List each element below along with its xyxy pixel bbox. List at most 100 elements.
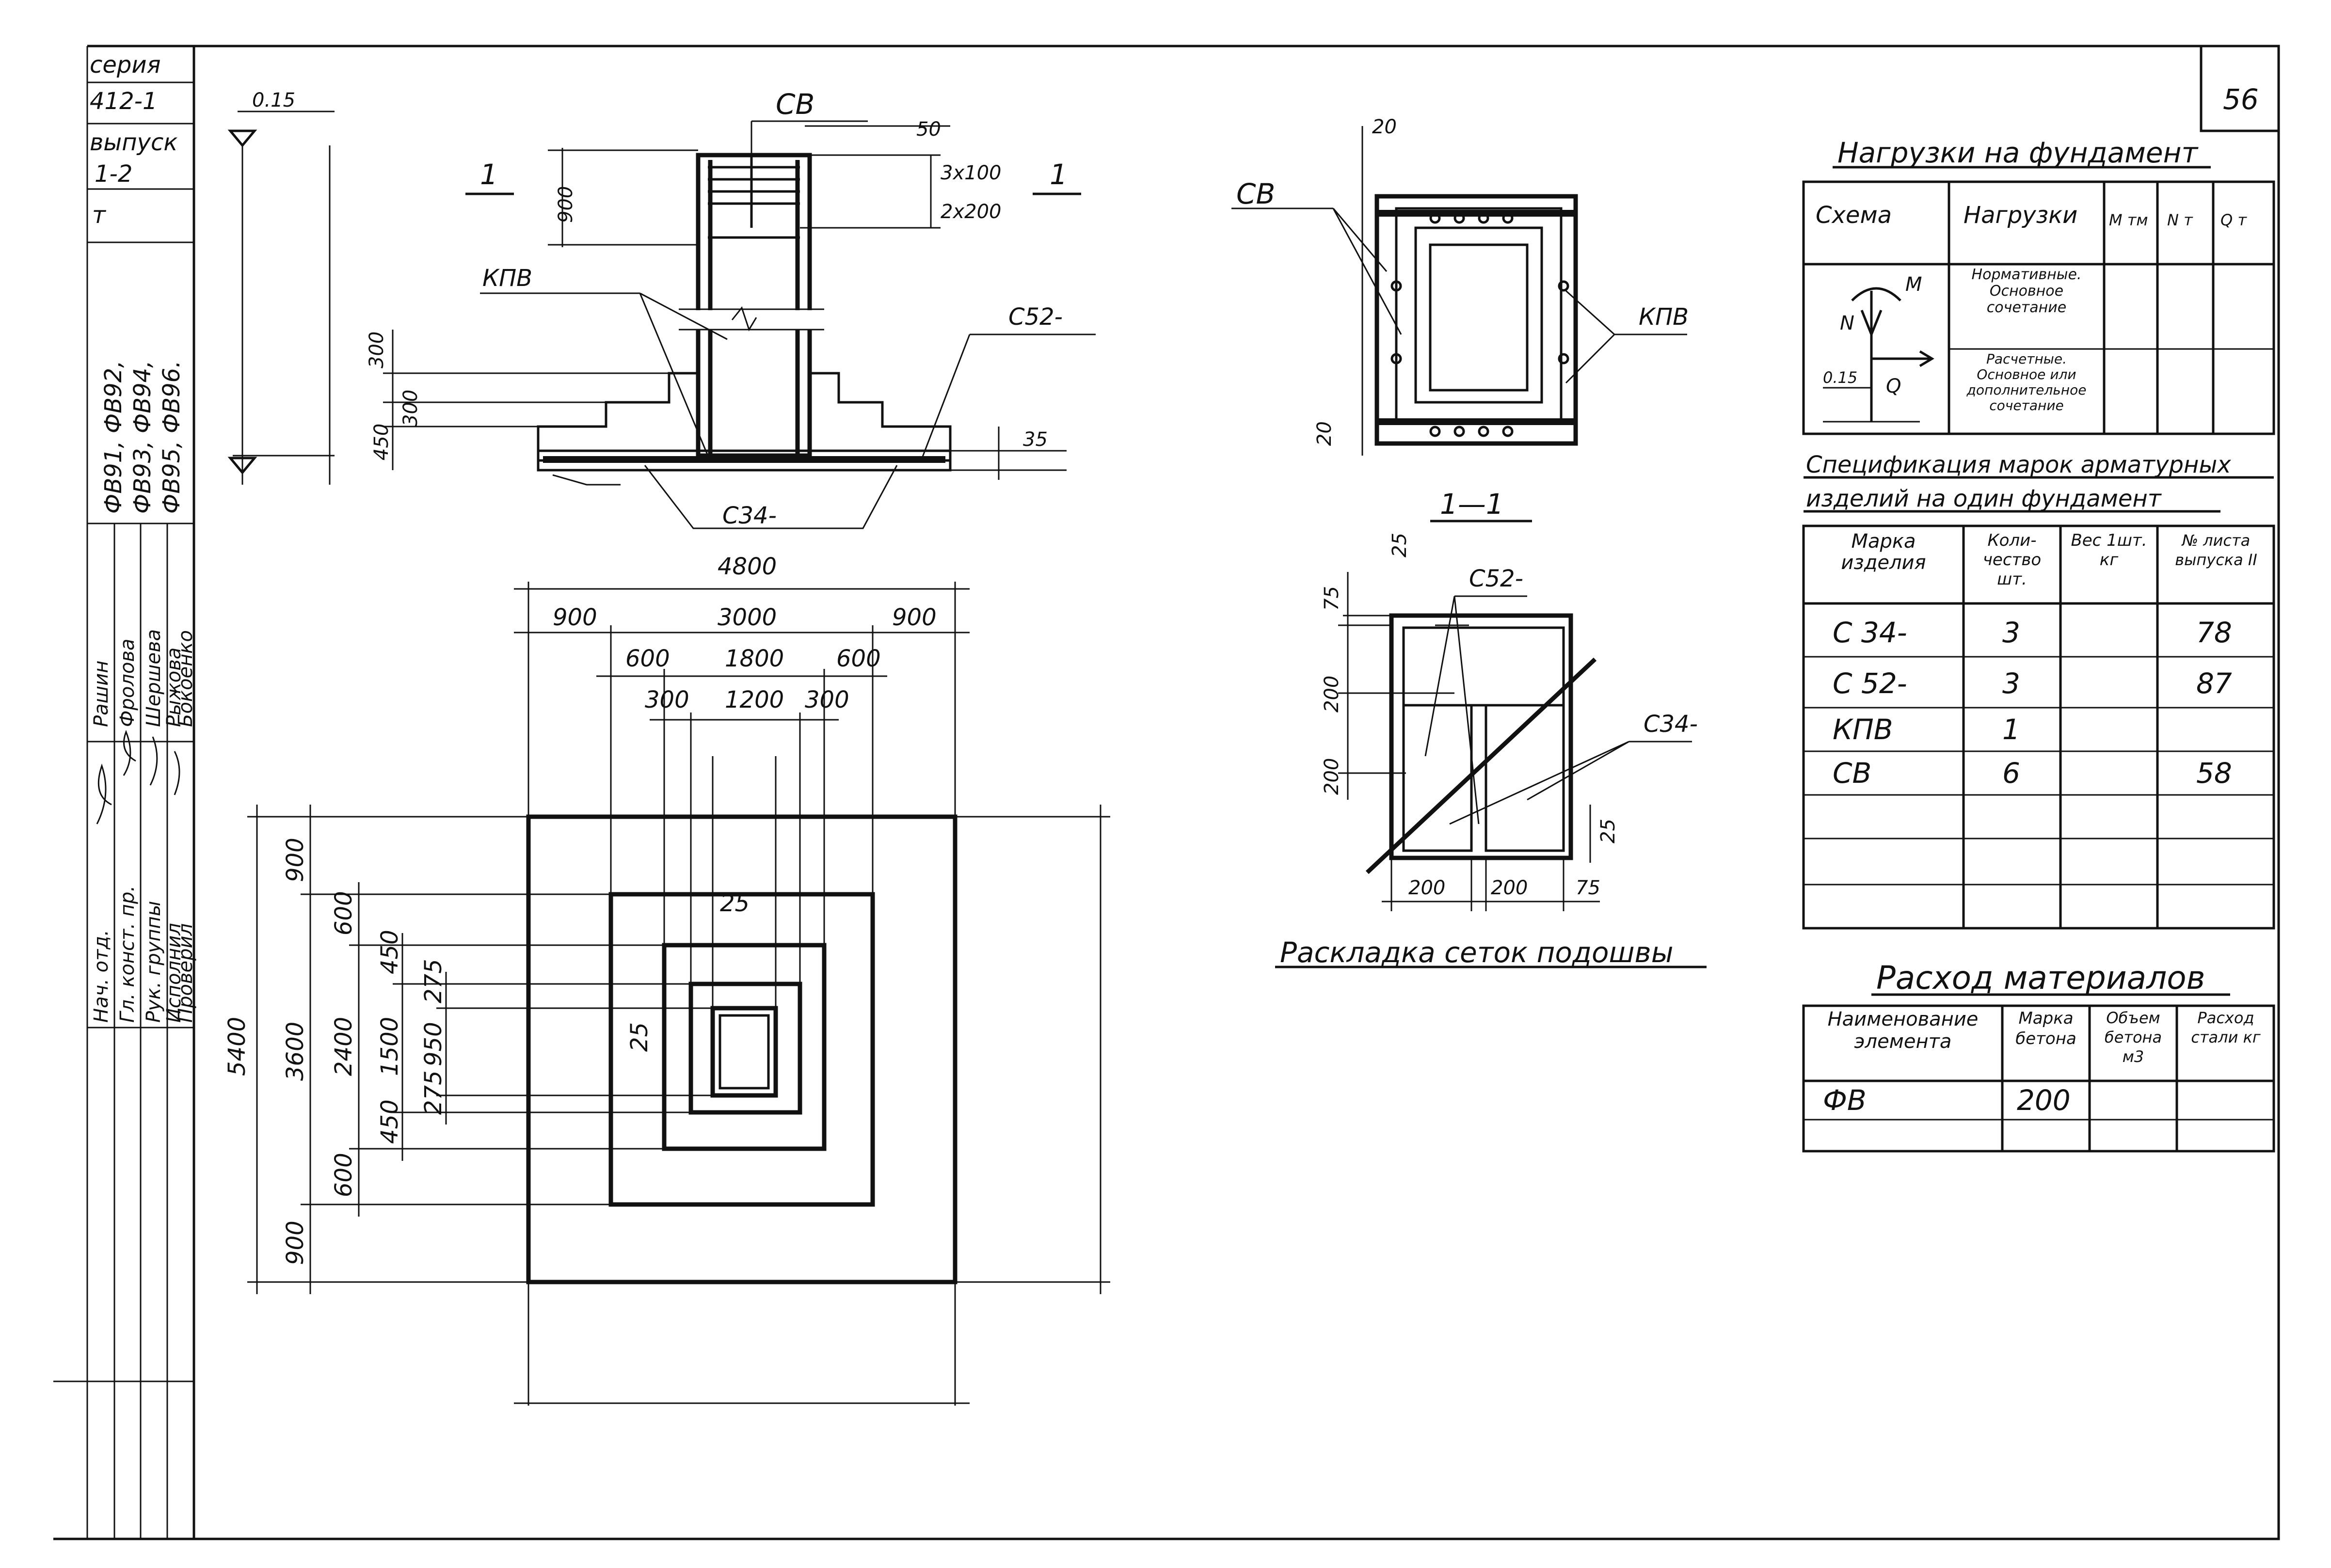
signatures: [96, 729, 180, 824]
mesh-dim-left-75: 75: [1321, 586, 1343, 611]
col-section-label-cb: СВ: [1236, 177, 1275, 210]
materials-row-element: ФВ: [1823, 1084, 1867, 1117]
scheme-label-q: Q: [1886, 375, 1901, 397]
sheet-number-box: 56: [2200, 45, 2280, 132]
spec-row-1-mark: С 34-: [1833, 616, 1907, 649]
plan-dims-horizontal: 4800 900 3000 900 600 1800 600 300 1200 …: [514, 553, 970, 1406]
name-1: Рашин: [90, 661, 112, 727]
loads-row-normative: Нормативные. Основное сочетание: [1971, 267, 2082, 316]
plan-width-overall: 4800: [718, 553, 777, 580]
materials-header-steel: Расход стали кг: [2191, 1009, 2261, 1046]
col-section-dim-bottom: 20: [1313, 421, 1336, 446]
name-3: Шершевa: [143, 629, 165, 727]
section-mark-right: 1: [1050, 158, 1068, 191]
plan-offset-left: 25: [626, 1022, 653, 1052]
spec-row-4-sheet: 58: [2196, 757, 2232, 790]
plan-colb-b: 2400: [330, 1017, 357, 1076]
plan-row3-c: 300: [805, 686, 849, 713]
plan-cola-a: 900: [282, 838, 309, 882]
mesh-dim-bottom-200a: 200: [1408, 877, 1445, 899]
role-2: Гл. конст. пр.: [116, 886, 139, 1023]
mesh-caption: Раскладка сеток подошвы: [1280, 936, 1674, 969]
plan-height-overall: 5400: [224, 1017, 251, 1076]
spec-row-3-mark: КПВ: [1833, 713, 1893, 746]
spec-title-2: изделий на один фундамент: [1806, 485, 2162, 512]
plan-cold-a: 275: [420, 959, 447, 1003]
spec-table: Спецификация марок арматурных изделий на…: [1802, 451, 2275, 930]
mesh-label-c52: С52-: [1469, 565, 1523, 592]
label-c52: С52-: [1008, 303, 1063, 331]
name-2: Фроловa: [116, 639, 139, 727]
plan-dims-vertical: 5400 900 3600 900 600 2400 600 450 1500 …: [224, 805, 1110, 1294]
materials-title: Расход материалов: [1876, 959, 2205, 997]
loads-title: Нагрузки на фундамент: [1837, 136, 2199, 169]
spec-row-2-mark: С 52-: [1833, 667, 1907, 700]
role-5: Проверил: [175, 923, 197, 1023]
plan-colb-a: 600: [330, 891, 357, 935]
col-section-dim-top: 20: [1372, 116, 1397, 138]
loads-header-loads: Нагрузки: [1964, 202, 2077, 229]
mesh-dim-left-200b: 200: [1321, 758, 1343, 795]
series-label: серия: [90, 51, 160, 79]
loads-header-q: Q т: [2220, 211, 2247, 229]
loads-header-scheme: Схема: [1816, 202, 1892, 229]
plan-offset-top: 25: [720, 890, 750, 917]
role-1: Нач. отд.: [90, 930, 112, 1023]
mesh-dim-right-25: 25: [1597, 819, 1619, 843]
spec-row-2-qty: 3: [2002, 667, 2020, 700]
series-number: 412-1: [90, 88, 157, 115]
load-scheme: M N Q 0.15: [1823, 273, 1934, 423]
scheme-label-m: M: [1905, 273, 1922, 296]
marks-line-3: ФВ95, ФВ96.: [158, 361, 185, 514]
plan-cola-b: 3600: [282, 1022, 309, 1081]
sheet-number: 56: [2223, 83, 2259, 116]
issue-label: выпуск: [90, 129, 177, 156]
plan-colc-a: 450: [376, 930, 403, 974]
level-top: 0.15: [252, 89, 295, 111]
spec-header-mark: Марка изделия: [1841, 531, 1926, 574]
loads-row-design: Расчетные. Основное или дополнительное с…: [1966, 351, 2087, 413]
mesh-dim-left-200a: 200: [1321, 676, 1343, 713]
plan-colc-c: 450: [376, 1099, 403, 1144]
dim-2x200: 2x200: [941, 201, 1001, 223]
label-cb: СВ: [776, 88, 814, 121]
label-kpv: КПВ: [482, 265, 532, 292]
plan-row2-a: 600: [625, 645, 670, 672]
issue-number: 1-2: [95, 160, 132, 188]
spec-row-4-qty: 6: [2002, 757, 2020, 790]
spec-header-sheet: № листа выпуска II: [2175, 531, 2257, 569]
dim-300-a: 300: [366, 332, 388, 368]
name-4: Рыжова: [163, 648, 185, 727]
bar-dots: [1390, 212, 1569, 437]
materials-header-volume: Объем бетона м3: [2104, 1009, 2162, 1066]
dim-300-b: 300: [399, 390, 422, 427]
label-c34: С34-: [722, 502, 777, 529]
dim-50: 50: [916, 118, 941, 141]
mesh-dim-bottom-75: 75: [1576, 877, 1600, 899]
mesh-label-c34: С34-: [1644, 711, 1698, 738]
plan-row2-c: 600: [836, 645, 881, 672]
loads-table: Нагрузки на фундамент Схема Нагрузки M т…: [1802, 136, 2275, 435]
mesh-dim-bottom-200b: 200: [1491, 877, 1528, 899]
loads-header-m: M тм: [2109, 211, 2148, 229]
materials-header-grade: Марка бетона: [2015, 1009, 2076, 1048]
column-t-label: т: [92, 202, 107, 229]
spec-row-4-mark: СВ: [1833, 757, 1871, 790]
col-section-label-kpv: КПВ: [1639, 303, 1689, 331]
section-mark-left: 1: [480, 158, 498, 191]
dim-3x100: 3x100: [941, 162, 1001, 184]
plan-cola-c: 900: [282, 1220, 309, 1265]
plan-colb-c: 600: [330, 1153, 357, 1197]
foundation-plan: 4800 900 3000 900 600 1800 600 300 1200 …: [224, 553, 1110, 1406]
spec-header-qty: Коли-чество шт.: [1982, 531, 2042, 589]
column-section: 20 20 СВ КПВ 1—1: [1231, 116, 1689, 523]
role-3: Рук. группы: [143, 901, 165, 1023]
scheme-label-level: 0.15: [1823, 368, 1857, 387]
plan-cold-c: 275: [420, 1070, 447, 1115]
plan-cold-b: 950: [420, 1022, 447, 1066]
materials-row-grade: 200: [2017, 1084, 2071, 1117]
spec-row-1-qty: 3: [2002, 616, 2020, 649]
mesh-dim-left-25: 25: [1389, 533, 1411, 557]
plan-row1-b: 3000: [718, 604, 777, 631]
